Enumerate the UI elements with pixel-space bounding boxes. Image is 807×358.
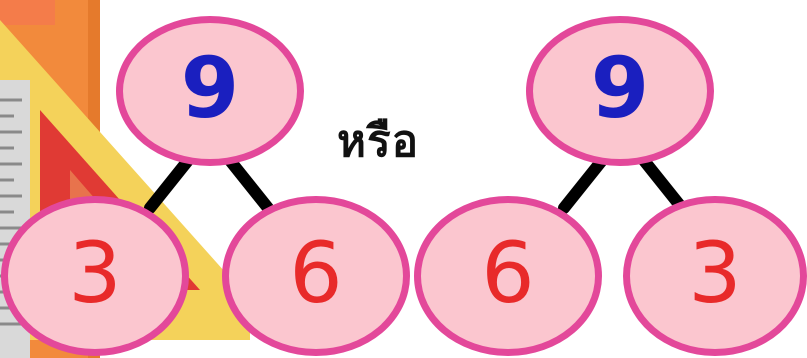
orange-corner [0, 0, 55, 25]
part-value: 3 [688, 231, 741, 315]
part-value: 6 [481, 231, 534, 315]
bond-link [642, 158, 682, 208]
part-value: 3 [68, 231, 121, 315]
whole-circle: 9 [526, 16, 714, 166]
part-circle: 3 [623, 196, 807, 356]
or-label: หรือ [337, 106, 419, 176]
whole-value: 9 [181, 46, 239, 130]
part-circle: 6 [414, 196, 602, 356]
bond-link [150, 158, 190, 208]
part-circle: 6 [222, 196, 410, 356]
part-circle: 3 [1, 196, 189, 356]
whole-value: 9 [591, 46, 649, 130]
whole-circle: 9 [116, 16, 304, 166]
bond-link [228, 158, 268, 208]
part-value: 6 [289, 231, 342, 315]
bond-link [564, 158, 604, 208]
